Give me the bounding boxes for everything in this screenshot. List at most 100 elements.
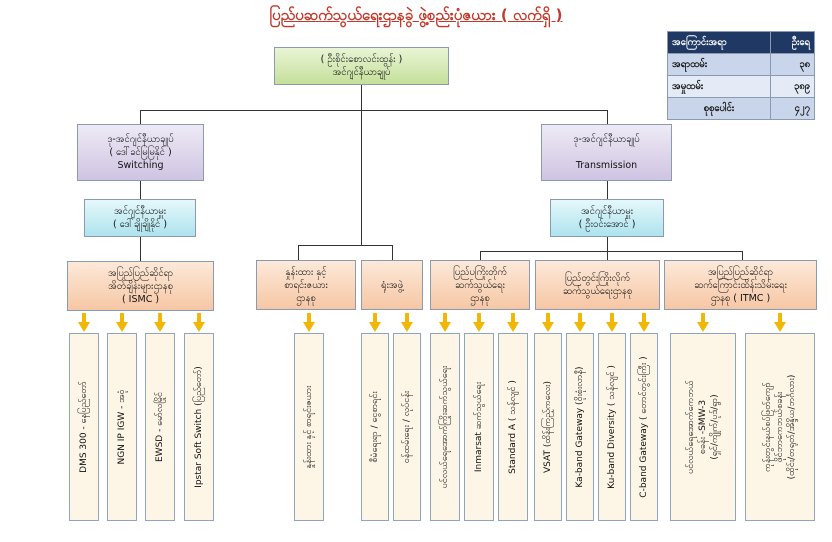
arrow-shaft <box>578 313 582 322</box>
arrow-shaft <box>197 313 201 322</box>
arrow-shaft <box>82 313 86 322</box>
connector-line <box>140 110 608 111</box>
leaf-label-line: ပင်လယ်ရေအောက်ကေဘယ် <box>686 380 696 474</box>
leaf-ewsd: EWSD - မော်လမြိုင် <box>145 333 175 521</box>
leaf-ipstar: Ipstar Soft Switch (ပြည်တော်) <box>184 333 214 521</box>
connector-line <box>392 245 393 260</box>
leaf-submarine-cable: ပင်လယ်ရေအောက်ကြိုးဆက်သွယ်ရေး <box>430 333 460 521</box>
leaf-label-line: (ရှင်/ကျိုက်/ပုဒ်/ရွာ) <box>710 394 720 460</box>
engineer-title: အင်ဂျင်နီယာမှူး <box>113 206 167 217</box>
down-arrow-icon <box>473 322 485 332</box>
unit-domestic-cable: ပြည်တွင်းကြိုးလိုက် ဆက်သွယ်ရေးဌာနစု <box>535 260 660 310</box>
connector-line <box>140 237 141 261</box>
connector-line <box>361 85 362 110</box>
unit-office: ရုံးအဖွဲ့ <box>361 260 423 310</box>
connector-line <box>298 245 392 246</box>
down-arrow-icon <box>303 322 315 332</box>
connector-line <box>140 110 141 124</box>
leaf-staff-affairs: ဝန်ထမ်းရေး / လုပ်ငန်း <box>393 333 421 521</box>
chief-engineer-title: အင်ဂျင်နီယာချုပ် <box>332 67 391 78</box>
row-label: အရာထမ်း <box>667 53 771 76</box>
leaf-label-line: စခန်း -SMW-3 <box>698 399 708 455</box>
arrow-shaft <box>701 313 705 322</box>
arrow-shaft <box>158 313 162 322</box>
down-arrow-icon <box>439 322 451 332</box>
leaf-label: NGN IP IGW - အဝုံ <box>117 389 127 465</box>
connector-line <box>480 251 742 252</box>
leaf-border-fiber: ကုန်းတွင်းနယ်စပ်ဖြတ်ကျော်ဖိုင်ဘာကေဘယ်စခန… <box>745 333 815 521</box>
chart-title: ပြည်ပဆက်သွယ်ရေးဌာနခွဲ ဖွဲ့စည်းပုံဇယား ( … <box>269 6 563 24</box>
table-row: အမှုထမ်း ၃၈၉ <box>667 75 816 98</box>
connector-line <box>361 110 362 245</box>
connector-line <box>140 181 141 199</box>
table-row: အရာထမ်း ၃၈ <box>667 53 816 76</box>
row-label: အမှုထမ်း <box>667 75 771 98</box>
engineer-name: ( ဦးဝင်းအောင် ) <box>578 219 636 230</box>
leaf-label-line: ဖိုင်ဘာကေဘယ်စခန်း <box>775 391 785 463</box>
engineer-name: ( ဒေါ်ချိုချိုနိုင် ) <box>112 219 168 230</box>
arrow-shaft <box>443 313 447 322</box>
unit-external-cable: ပြည်ပကြိုးတိုက် ဆက်သွယ်ရေး ဌာနစု <box>430 260 530 310</box>
leaf-admin-finance: စီမံရေးရာ / ငွေစာရင်း <box>361 333 389 521</box>
deputy-chief-title: ဒု-အင်ဂျင်နီယာချုပ် <box>107 134 174 145</box>
leaf-label: ကုန်းတွင်းနယ်စပ်ဖြတ်ကျော်ဖိုင်ဘာကေဘယ်စခန… <box>762 375 798 480</box>
deputy-chief-transmission-node: ဒု-အင်ဂျင်နီယာချုပ် Transmission <box>541 124 672 181</box>
chief-engineer-name: ( ဦးစိုင်းစောလင်းထွန်း ) <box>320 54 403 65</box>
connector-line <box>607 181 608 199</box>
table-row: စုစုပေါင်း ၄၂၇ <box>667 97 816 120</box>
table-header-count: ဦးရေ <box>769 31 816 54</box>
leaf-label: DMS 300 - နေပြည်တော် <box>79 381 89 473</box>
arrow-shaft <box>477 313 481 322</box>
arrow-shaft <box>546 313 550 322</box>
down-arrow-icon <box>638 322 650 332</box>
down-arrow-icon <box>116 322 128 332</box>
deputy-chief-switching-node: ဒု-အင်ဂျင်နီယာချုပ် ( ဒေါ်ခင်မြမြနိုင် )… <box>77 124 204 181</box>
arrow-shaft <box>642 313 646 322</box>
down-arrow-icon <box>401 322 413 332</box>
arrow-shaft <box>778 313 782 322</box>
arrow-shaft <box>511 313 515 322</box>
leaf-label: ပင်လယ်ရေအောက်ကေဘယ်စခန်း -SMW-3(ရှင်/ကျို… <box>685 380 721 474</box>
down-arrow-icon <box>154 322 166 332</box>
down-arrow-icon <box>507 322 519 332</box>
leaf-ka-band: Ka-band Gateway (ဝိုးစုံးလာနီ) <box>566 333 594 521</box>
deputy-chief-division: Switching <box>117 160 164 171</box>
leaf-label: Ka-band Gateway (ဝိုးစုံးလာနီ) <box>575 366 585 488</box>
connector-line <box>480 251 481 260</box>
leaf-label-line: ကုန်းတွင်းနယ်စပ်ဖြတ်ကျော် <box>763 382 773 472</box>
down-arrow-icon <box>193 322 205 332</box>
engineer-switching-node: အင်ဂျင်နီယာမှူး ( ဒေါ်ချိုချိုနိုင် ) <box>84 199 196 237</box>
arrow-shaft <box>307 313 311 322</box>
staff-count-table: အကြောင်းအရာ ဦးရေ အရာထမ်း ၃၈ အမှုထမ်း ၃၈၉… <box>667 31 816 120</box>
leaf-standard-a: Standard A ( သန်လျင် ) <box>498 333 528 521</box>
row-label: စုစုပေါင်း <box>667 97 771 120</box>
engineer-title: အင်ဂျင်နီယာမှူး <box>580 206 634 217</box>
connector-line <box>607 251 608 260</box>
leaf-label: စီမံရေးရာ / ငွေစာရင်း <box>370 391 380 463</box>
leaf-label-line: (ထိုင်း/တရုတ်/အိန္ဒိယ/ဘင်္ဂလား) <box>787 374 797 480</box>
arrow-shaft <box>120 313 124 322</box>
leaf-label: C-band Gateway ( တောင်တွင်းကြီး ) <box>639 356 649 498</box>
leaf-label: Ku-band Diversity ( သန်လျင် ) <box>607 365 617 489</box>
deputy-chief-division: Transmission <box>575 160 638 171</box>
row-value: ၄၂၇ <box>769 97 816 120</box>
leaf-label: EWSD - မော်လမြိုင် <box>155 391 165 463</box>
unit-itmc: အပြည်ပြည်ဆိုင်ရာ ဆက်ကြောင်းထိန်းသိမ်းရေး… <box>664 260 817 310</box>
arrow-shaft <box>373 313 377 322</box>
connector-line <box>607 110 608 124</box>
down-arrow-icon <box>606 322 618 332</box>
unit-rates-accounts: နှုန်းထား နှင့် စာရင်းဇယား ဌာနစု <box>256 260 356 310</box>
unit-ismc: အပြည်ပြည်ဆိုင်ရာ အိတ်ချိန်းများဌာနစု ( I… <box>67 261 214 311</box>
leaf-label: Standard A ( သန်လျင် ) <box>508 380 518 474</box>
row-value: ၃၈ <box>769 53 816 76</box>
leaf-label: Inmarsat ဆက်သွယ်ရေး <box>474 381 484 473</box>
leaf-c-band: C-band Gateway ( တောင်တွင်းကြီး ) <box>630 333 658 521</box>
leaf-ku-band: Ku-band Diversity ( သန်လျင် ) <box>598 333 626 521</box>
row-value: ၃၈၉ <box>769 75 816 98</box>
connector-line <box>742 251 743 260</box>
table-header-topic: အကြောင်းအရာ <box>667 31 771 54</box>
leaf-rates-accounts: နှုန်းထား နှင့် စာရင်းဇယား <box>294 333 324 521</box>
leaf-label: နှုန်းထား နှင့် စာရင်းဇယား <box>304 385 314 469</box>
down-arrow-icon <box>542 322 554 332</box>
down-arrow-icon <box>574 322 586 332</box>
